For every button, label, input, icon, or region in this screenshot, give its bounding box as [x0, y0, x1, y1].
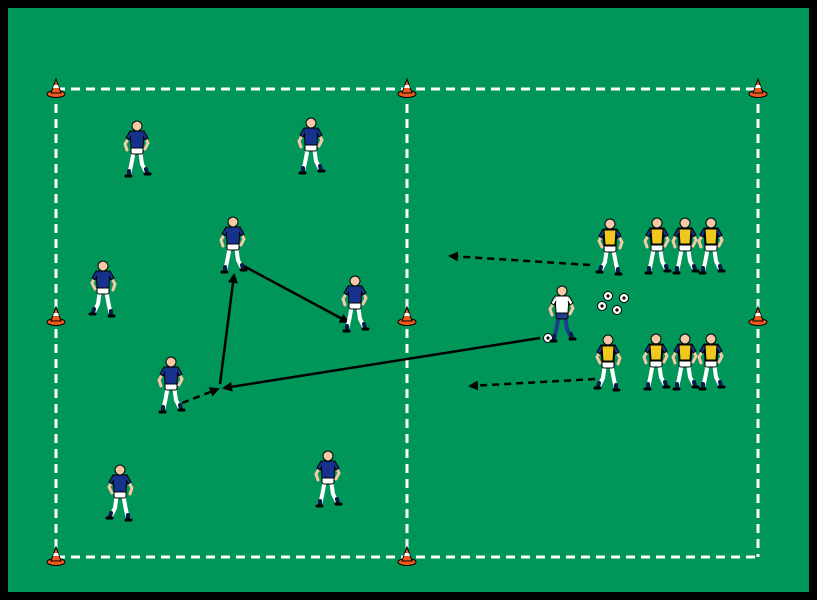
yellow-player-icon: [642, 333, 671, 391]
players: [88, 117, 726, 522]
cone-icon: [397, 77, 417, 98]
cone-icon: [397, 305, 417, 326]
cones: [46, 77, 768, 566]
run-arrow: [181, 387, 220, 405]
yellow-player-icon: [671, 217, 700, 275]
blue-player-icon: [219, 216, 248, 274]
ball-icon: [597, 301, 607, 311]
run-arrow: [468, 377, 596, 391]
pass-arrow: [218, 273, 238, 385]
yellow-player-icon: [697, 217, 726, 275]
coach-icon: [548, 285, 577, 343]
ball-icon: [603, 291, 613, 301]
blue-player-icon: [105, 464, 134, 522]
cone-icon: [748, 77, 768, 98]
ball-icon: [612, 305, 622, 315]
cone-icon: [46, 77, 66, 98]
blue-player-icon: [88, 260, 117, 318]
yellow-player-icon: [595, 218, 624, 276]
cone-icon: [46, 305, 66, 326]
blue-player-icon: [297, 117, 326, 175]
ball-icon: [619, 293, 629, 303]
blue-player-icon: [157, 356, 186, 414]
blue-player-icon: [314, 450, 343, 508]
pass-arrow: [239, 262, 350, 324]
arrows: [181, 251, 596, 405]
balls: [543, 291, 629, 343]
cone-icon: [748, 305, 768, 326]
blue-player-icon: [341, 275, 370, 333]
yellow-player-icon: [697, 333, 726, 391]
yellow-player-icon: [671, 333, 700, 391]
yellow-player-icon: [643, 217, 672, 275]
yellow-player-icon: [593, 334, 622, 392]
cone-icon: [46, 545, 66, 566]
cone-icon: [397, 545, 417, 566]
blue-player-icon: [123, 120, 152, 178]
pass-arrow: [222, 336, 541, 392]
